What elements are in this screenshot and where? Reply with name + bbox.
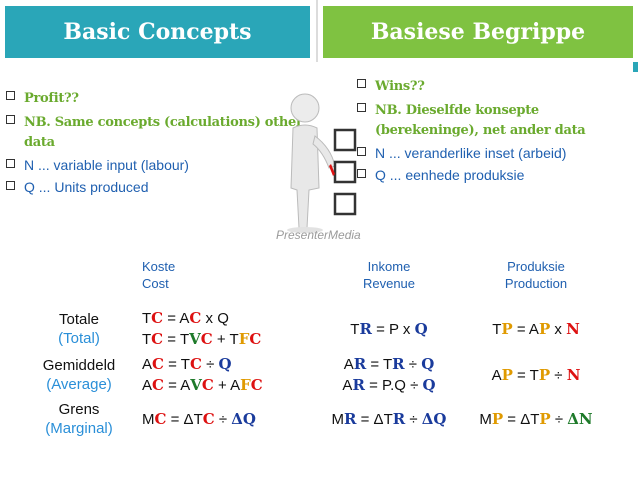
bullet-box-icon [6, 115, 15, 124]
right-bullet: Q ... eenhede produksie [355, 166, 635, 184]
left-bullet: N ... variable input (labour) [4, 156, 304, 174]
left-bullet: Profit?? [4, 88, 304, 108]
column-header-cost: Koste Cost [142, 259, 176, 291]
header-right-banner: Basiese Begrippe [323, 6, 633, 58]
right-bullet: N ... veranderlike inset (arbeid) [355, 144, 635, 162]
checklist-figure-icon [287, 93, 357, 233]
cell-marginal-revenue: MR = ΔTR ÷ ΔQ [331, 409, 447, 428]
right-bullet: NB. Dieselfde konsepte (berekeninge), ne… [355, 100, 635, 140]
cell-total-revenue: TR = P x Q [350, 319, 428, 338]
top-line [0, 0, 638, 6]
bullet-box-icon [357, 147, 366, 156]
cell-total-production: TP = AP x N [492, 319, 580, 338]
table-row: Totale (Total) TC = AC x Q TC = TVC + TF… [28, 306, 612, 352]
left-bullet-list: Profit?? NB. Same concepts (calculations… [4, 88, 304, 200]
watermark: PresenterMedia [276, 228, 361, 242]
column-header-production: Produksie Production [504, 259, 568, 291]
concepts-table: Koste Cost Inkome Revenue Produksie Prod… [28, 256, 612, 440]
right-bullet: Wins?? [355, 76, 635, 96]
cell-average-production: AP = TP ÷ N [491, 365, 581, 384]
empty-cell [28, 256, 130, 294]
left-bullet: Q ... Units produced [4, 178, 304, 196]
bullet-box-icon [6, 181, 15, 190]
bullet-box-icon [357, 169, 366, 178]
cell-marginal-production: MP = ΔTP ÷ ΔN [479, 409, 593, 428]
table-header-row: Koste Cost Inkome Revenue Produksie Prod… [28, 256, 612, 294]
row-header-marginal: Grens (Marginal) [45, 401, 113, 437]
table-row: Grens (Marginal) MC = ΔTC ÷ ΔQ MR = ΔTR … [28, 398, 612, 440]
cell-marginal-cost: MC = ΔTC ÷ ΔQ [142, 409, 256, 428]
row-header-total: Totale (Total) [58, 311, 100, 347]
cell-average-cost: AC = TC ÷ Q AC = AVC + AFC [142, 355, 263, 394]
bullet-box-icon [357, 103, 366, 112]
bullet-box-icon [6, 159, 15, 168]
header-right-title: Basiese Begrippe [370, 19, 586, 45]
left-bullet: NB. Same concepts (calculations) other d… [4, 112, 304, 152]
header-left-title: Basic Concepts [63, 19, 252, 45]
right-bullet-list: Wins?? NB. Dieselfde konsepte (berekenin… [355, 76, 635, 188]
header-divider [316, 0, 318, 62]
header-left-banner: Basic Concepts [5, 6, 310, 58]
table-row: Gemiddeld (Average) AC = TC ÷ Q AC = AVC… [28, 352, 612, 398]
right-accent-strip [633, 62, 638, 72]
cell-average-revenue: AR = TR ÷ Q AR = P.Q ÷ Q [342, 355, 436, 394]
cell-total-cost: TC = AC x Q TC = TVC + TFC [142, 309, 262, 348]
row-header-average: Gemiddeld (Average) [42, 357, 116, 393]
column-header-revenue: Inkome Revenue [362, 259, 416, 291]
bullet-box-icon [6, 91, 15, 100]
bullet-box-icon [357, 79, 366, 88]
